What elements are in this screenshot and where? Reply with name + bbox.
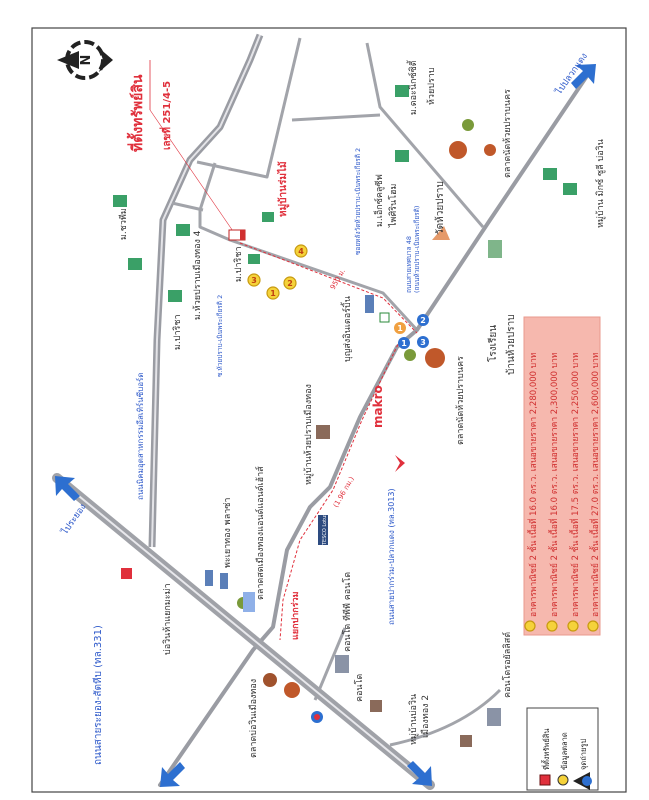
label-chawaphim: ม.ชวพีม <box>118 208 129 240</box>
label-parichat-1: ม.ปาริชา <box>233 246 244 282</box>
price-list-box: อาคารพาณิชย์ 2 ชั้น เนื้อที่ 16.0 ตร.ว. … <box>523 316 601 636</box>
price-row-1[interactable]: อาคารพาณิชย์ 2 ชั้น เนื้อที่ 16.0 ตร.ว. … <box>524 352 539 632</box>
label-condo: คอนโด <box>354 674 365 702</box>
svg-text:3: 3 <box>251 276 257 285</box>
property-legend-icon <box>539 774 551 786</box>
svg-text:2: 2 <box>420 316 426 325</box>
property-marker[interactable] <box>228 229 246 241</box>
temple-icon <box>432 226 450 240</box>
label-school-sub: บ้านห้วยปราบ <box>505 314 517 375</box>
label-condo-tpp: คอนโด ทีพีพี คอนโด <box>342 572 353 652</box>
label-rommai: หมู่บ้านร่มไม้ <box>276 161 290 217</box>
condo-icon <box>335 655 501 726</box>
price-row-3[interactable]: อาคารพาณิชย์ 2 ชั้น เนื้อที่ 17.5 ตร.ว. … <box>567 352 581 632</box>
label-paeyang: พะเยาทอง พลาซ่า <box>223 498 233 568</box>
svg-text:1: 1 <box>397 324 403 333</box>
legend-market: ข้อมูลตลาด <box>560 732 569 770</box>
swimming-pool-icon <box>243 592 255 612</box>
label-boonsong: บุญส่งอินเตอร์บิ้น <box>340 296 353 362</box>
price-marker-2[interactable]: 2 <box>283 276 297 290</box>
village-house-icon <box>316 425 472 747</box>
label-daenix: ม.ดอะนิกซ์ซิตี้ <box>406 59 419 115</box>
property-title: ที่ตั้งทรัพย์สิน <box>126 74 146 152</box>
price-marker-3[interactable]: 3 <box>247 273 261 287</box>
m-sign-icon <box>121 568 132 579</box>
house-icons <box>113 85 577 302</box>
label-condo-royal: คอนโดรอยัลลิสต์ <box>501 632 513 698</box>
property-address: เลขที่ 251/4-5 <box>159 81 173 150</box>
label-market-nakhon: ตลาดนัดห้วยปราบนคร <box>502 89 513 178</box>
market-legend-icon <box>557 774 569 786</box>
compass-icon: N <box>57 40 113 80</box>
school-icon <box>488 240 502 258</box>
arrow-up-right-icon <box>571 64 596 89</box>
label-huaiprap-village: หมู่บ้านห้วยปราบเมืองทอง <box>303 384 314 485</box>
ptt-icon <box>311 711 323 723</box>
label-bowin-village-sub: เมืองทอง 2 <box>420 695 431 738</box>
label-bowin-market: ตลาดบ่อวินเมืองทอง <box>248 679 259 758</box>
svg-text:2: 2 <box>287 279 293 288</box>
road-label-eastern-seaboard: ถนนนิคมอุตสาหกรรมอีสเทิร์นซีบอร์ด <box>135 373 145 501</box>
price-marker-4[interactable]: 4 <box>294 244 308 258</box>
label-pakruam: แยกปากร่วม <box>290 591 301 640</box>
label-mix-village: หมู่บ้าน มิกซ์ ซูลี บ่อวิน <box>594 139 606 228</box>
svg-text:N: N <box>79 55 94 66</box>
seven-eleven-icon <box>379 312 390 323</box>
label-market-nakhon-2: ตลาดนัดห้วยปราบนคร <box>455 356 466 445</box>
svg-text:อาคารพาณิชย์ 2 ชั้น เนื้อที่ 1: อาคารพาณิชย์ 2 ชั้น เนื้อที่ 16.0 ตร.ว. … <box>548 352 560 617</box>
market-icons <box>237 119 496 698</box>
legend-property: ที่ตั้งทรัพย์สิน <box>541 729 551 771</box>
svg-text:3: 3 <box>420 338 426 347</box>
svg-text:อาคารพาณิชย์ 2 ชั้น เนื้อที่ 2: อาคารพาณิชย์ 2 ชั้น เนื้อที่ 27.0 ตร.ว. … <box>589 352 601 617</box>
label-fresh-market: ตลาดสดเมืองทองแอนด์แอนด์เฮ้าส์ <box>254 466 266 600</box>
price-row-2[interactable]: อาคารพาณิชย์ 2 ชั้น เนื้อที่ 16.0 ตร.ว. … <box>546 352 560 632</box>
label-bowin-village: หมู่บ้านบ่อวิน <box>408 694 419 745</box>
svg-text:อาคารพาณิชย์ 2 ชั้น เนื้อที่ 1: อาคารพาณิชย์ 2 ชั้น เนื้อที่ 17.5 ตร.ว. … <box>569 352 581 617</box>
building-icon <box>205 295 374 589</box>
road-label-soi-huaiprap: ซ.ห้วยปราบ-เนินพระเกียรติ 2 <box>216 295 224 377</box>
photo-point-3[interactable]: 3 <box>417 336 429 348</box>
tesco-lotus-icon <box>318 515 328 545</box>
label-school: โรงเรียน <box>486 325 499 362</box>
road-label-331: ถนนสายระยอง-สัตหีบ (ทล.331) <box>92 625 104 765</box>
market-marker[interactable]: 1 <box>394 322 406 334</box>
map-legend: ที่ตั้งทรัพย์สิน ข้อมูลตลาด จุดถ่ายรูป <box>526 707 599 791</box>
arrow-up-left-icon <box>55 476 80 501</box>
price-marker-1[interactable]: 1 <box>266 286 280 300</box>
photo-point-1[interactable]: 1 <box>398 337 410 349</box>
price-row-4[interactable]: อาคารพาณิชย์ 2 ชั้น เนื้อที่ 27.0 ตร.ว. … <box>587 352 601 632</box>
route-line <box>239 242 418 334</box>
road-label-3013: ถนนสายปากร่วม-ปลวกแดง (ทล.3013) <box>387 488 396 625</box>
tesco-lotus-logo: TESCO Lotus <box>322 513 328 546</box>
label-bowin-junction: บ่อวินห้าแยกมะม่า <box>162 583 173 655</box>
arrow-down-left-icon <box>160 762 185 787</box>
svg-text:อาคารพาณิชย์ 2 ชั้น เนื้อที่ 1: อาคารพาณิชย์ 2 ชั้น เนื้อที่ 16.0 ตร.ว. … <box>527 352 539 617</box>
road-label-tessaban48: ถนนสายเทศบาล 48 <box>405 236 413 293</box>
photo-point-2[interactable]: 2 <box>417 314 429 326</box>
svg-text:4: 4 <box>298 247 304 256</box>
label-parichat-2: ม.ปาริชา <box>172 314 183 350</box>
legend-photo: จุดถ่ายรูป <box>579 739 588 770</box>
makro-logo: makro <box>371 385 385 428</box>
label-exclusive-sub: ไพศิรินโฮม <box>388 184 399 228</box>
label-muangthong-4: ม.ห้วยปราบเมืองทอง 4 <box>192 230 203 320</box>
svg-text:1: 1 <box>270 289 276 298</box>
svg-text:1: 1 <box>401 339 407 348</box>
label-daenix-sub: ห้วยปราบ <box>426 67 437 105</box>
honda-icon <box>395 455 405 472</box>
label-wat: วัดห้วยปราบ <box>434 181 446 235</box>
pointer-line <box>149 109 238 238</box>
road-label-soi-wat: ซอยหลังวัดห้วยปราบ-เนินพระเกียรติ 2 <box>354 148 362 255</box>
roads <box>52 33 595 790</box>
road-label-tessaban48-sub: (ถนนห้วยปราบ-เนินพระเกียรติ) <box>413 206 421 293</box>
map-frame <box>31 27 627 793</box>
label-exclusive: ม.เอ็กซ์คลูซีฟ <box>372 174 385 227</box>
arrow-down-right-icon <box>407 761 432 786</box>
